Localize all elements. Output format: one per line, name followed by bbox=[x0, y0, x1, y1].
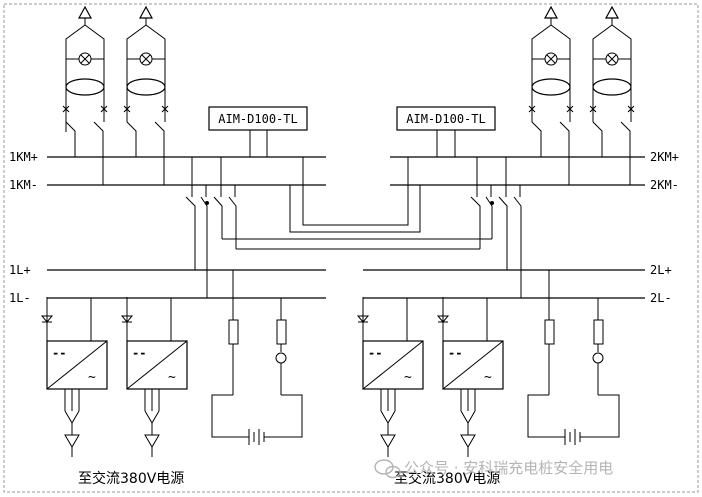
rectifier-left-1: -- ~ bbox=[41, 296, 108, 458]
load-lamp-left-1 bbox=[62, 6, 108, 123]
rectifier-right-2-dc: -- bbox=[448, 346, 462, 360]
bus-label-1km-pos: 1KM+ bbox=[9, 150, 38, 164]
battery-branch-left bbox=[211, 270, 303, 445]
monitor-right: AIM-D100-TL bbox=[396, 106, 496, 157]
ac-source-label-right: 至交流380V电源 bbox=[394, 470, 500, 487]
monitor-left-label: AIM-D100-TL bbox=[218, 112, 297, 126]
bus-label-2km-neg: 2KM- bbox=[650, 178, 679, 192]
watermark-text: 公众号 · 安科瑞充电桩安全用电 bbox=[404, 459, 613, 477]
watermark: 公众号 · 安科瑞充电桩安全用电 bbox=[374, 459, 613, 479]
cross-connection-lines bbox=[222, 157, 492, 250]
rectifier-right-2-ac: ~ bbox=[484, 370, 492, 385]
ac-source-label-left: 至交流380V电源 bbox=[78, 470, 184, 487]
rectifier-right-1: -- ~ bbox=[357, 296, 424, 458]
load-lamp-right-1 bbox=[528, 6, 574, 123]
wechat-icon bbox=[374, 459, 401, 479]
bus-label-1km-neg: 1KM- bbox=[9, 178, 38, 192]
tie-switches-left bbox=[185, 157, 237, 298]
tie-switches-right bbox=[470, 157, 522, 298]
monitor-left: AIM-D100-TL bbox=[208, 106, 308, 157]
rectifier-left-1-ac: ~ bbox=[88, 370, 96, 385]
rectifier-right-1-ac: ~ bbox=[404, 370, 412, 385]
load-switches-left bbox=[65, 108, 166, 185]
load-lamp-left-2 bbox=[123, 6, 169, 123]
diagram-border bbox=[3, 3, 699, 493]
l-buses bbox=[47, 269, 645, 299]
bus-label-1l-pos: 1L+ bbox=[9, 263, 31, 277]
rectifier-left-2-dc: -- bbox=[132, 346, 146, 360]
rectifier-left-2-ac: ~ bbox=[168, 370, 176, 385]
battery-branch-right bbox=[527, 270, 620, 445]
rectifier-right-1-dc: -- bbox=[368, 346, 382, 360]
load-switches-right bbox=[531, 108, 632, 185]
bus-label-2km-pos: 2KM+ bbox=[650, 150, 679, 164]
rectifier-left-2: -- ~ bbox=[121, 296, 188, 458]
km-buses bbox=[47, 156, 645, 186]
monitor-right-label: AIM-D100-TL bbox=[406, 112, 485, 126]
bus-label-1l-neg: 1L- bbox=[9, 291, 31, 305]
bus-label-2l-neg: 2L- bbox=[650, 291, 672, 305]
rectifier-left-1-dc: -- bbox=[52, 346, 66, 360]
load-lamp-right-2 bbox=[589, 6, 635, 123]
bus-label-2l-pos: 2L+ bbox=[650, 263, 672, 277]
rectifier-right-2: -- ~ bbox=[437, 296, 504, 458]
